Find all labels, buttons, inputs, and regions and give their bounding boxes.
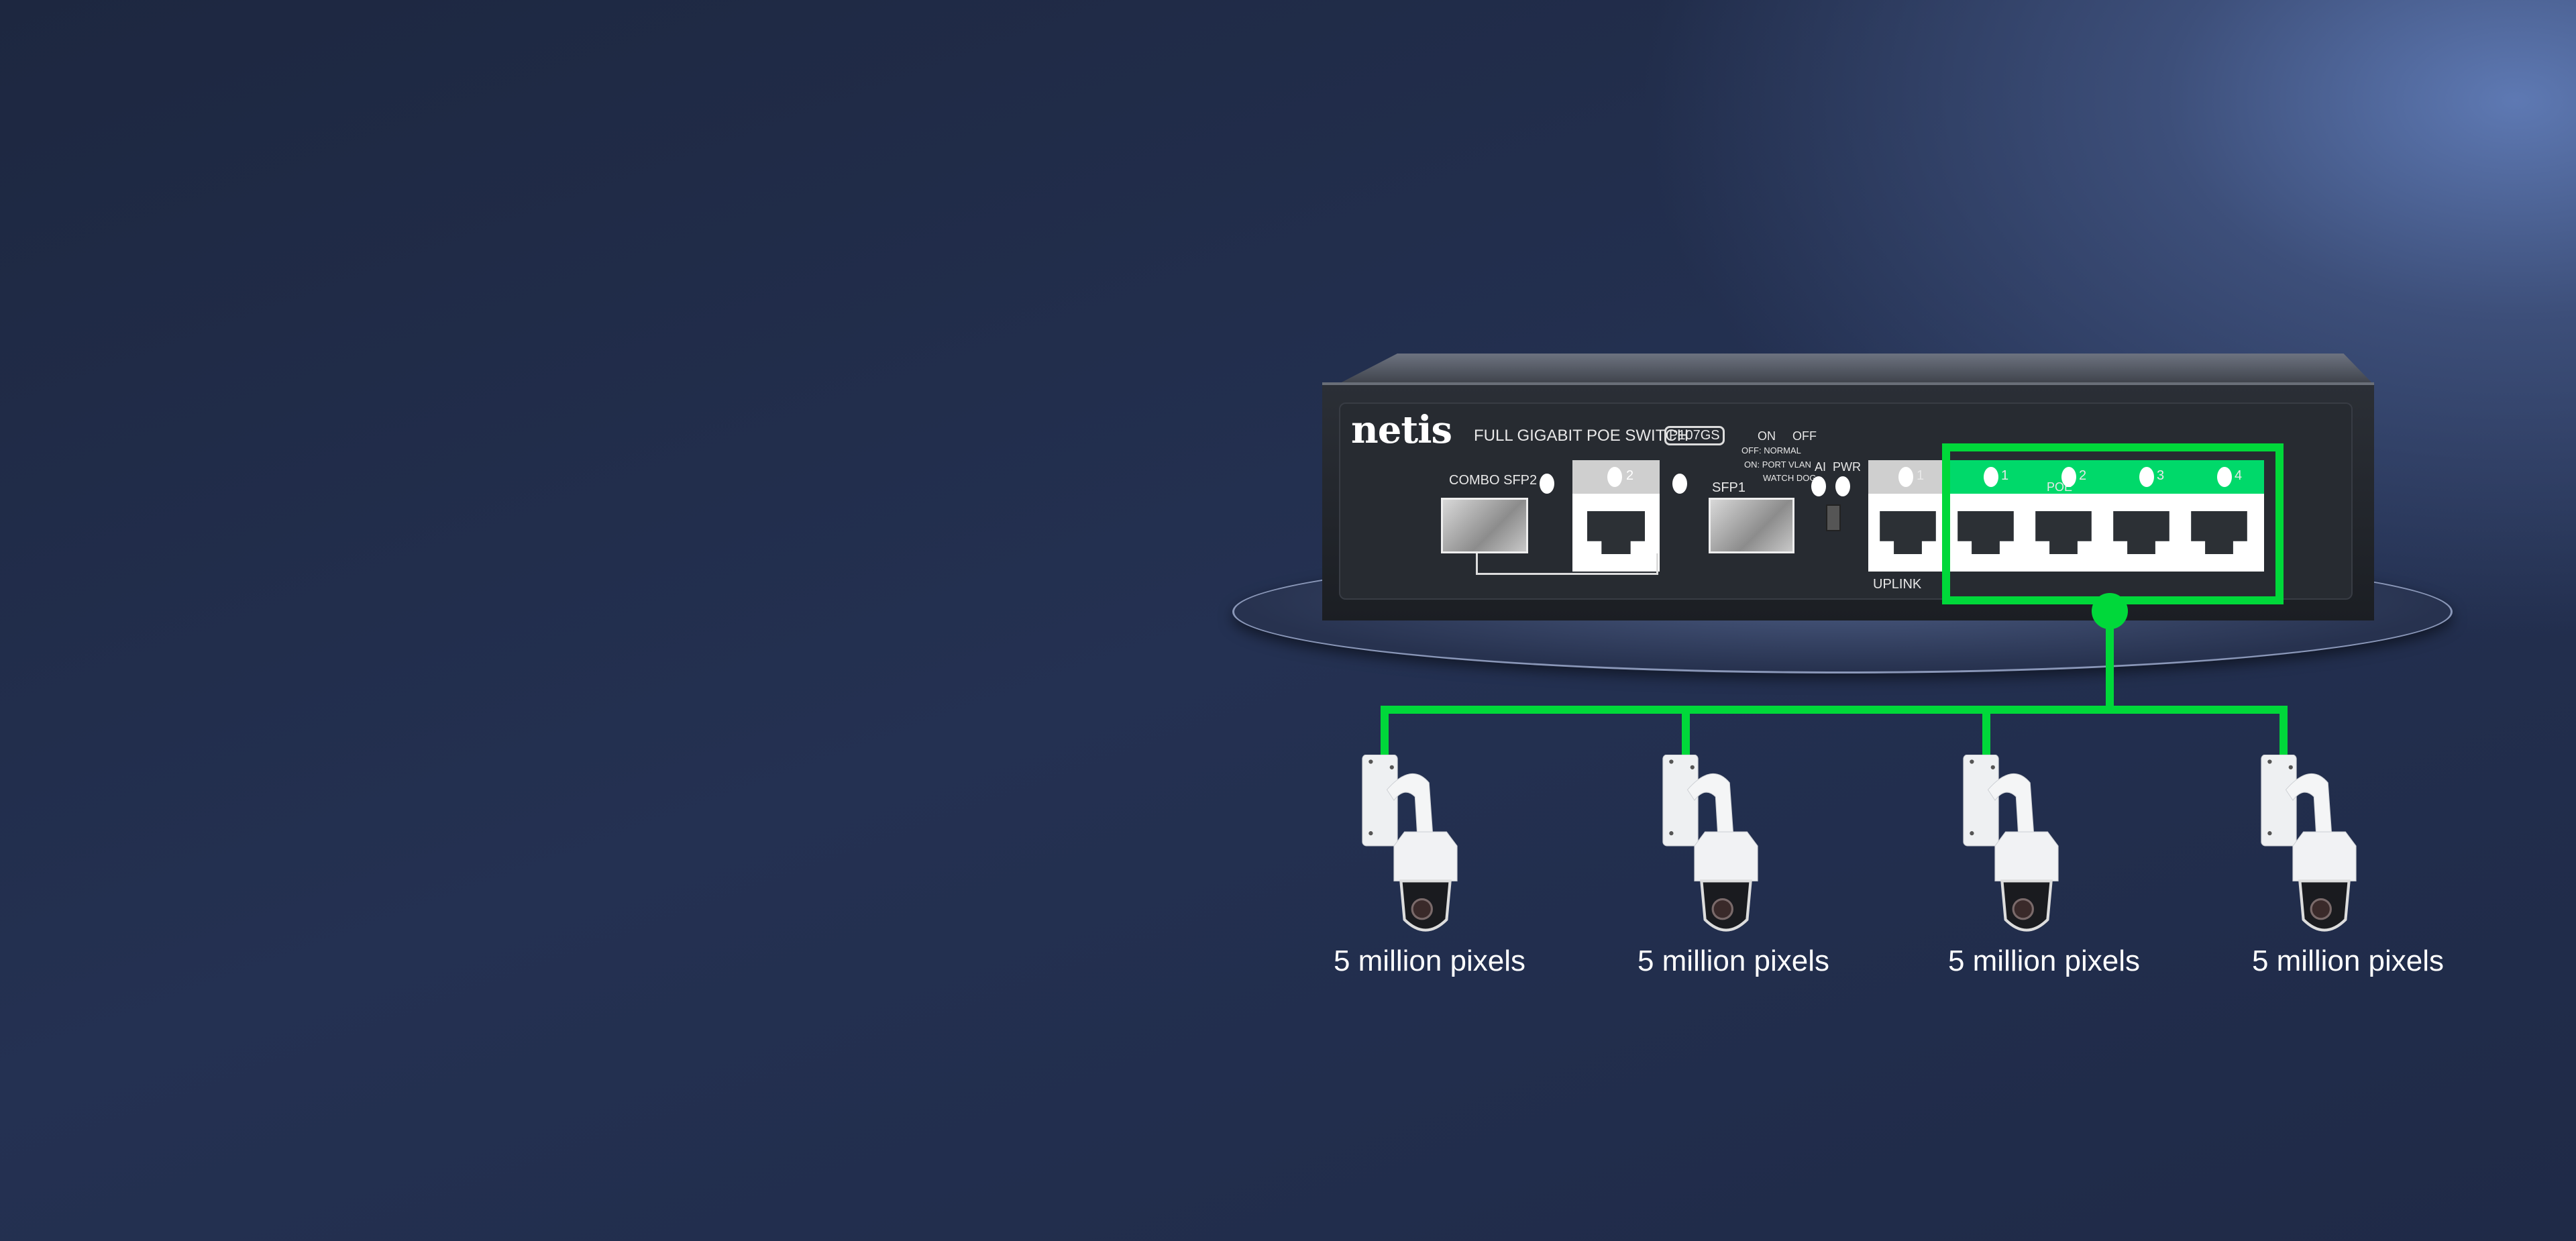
poe-port-number: 3 xyxy=(2157,468,2165,483)
mode-switch[interactable] xyxy=(1826,504,1841,531)
sfp2-slot[interactable] xyxy=(1441,498,1528,553)
mode-line: OFF: NORMAL xyxy=(1741,445,1801,455)
poe-port-number: 2 xyxy=(2079,468,2087,483)
poe-port-number: 4 xyxy=(2235,468,2243,483)
sfp1-slot[interactable] xyxy=(1709,498,1794,553)
poe-led xyxy=(2139,467,2154,487)
combo-port-number: 2 xyxy=(1626,468,1634,483)
ai-led xyxy=(1811,476,1826,496)
uplink-port-number: 1 xyxy=(1917,468,1925,483)
camera-icon xyxy=(1355,755,1496,937)
camera-label: 5 million pixels xyxy=(1637,945,1830,977)
sfp1-label: SFP1 xyxy=(1712,480,1746,495)
camera-icon xyxy=(2254,755,2395,937)
rj45-port-bank: 1 POE 1 2 3 4 xyxy=(1868,460,2264,572)
poe-led xyxy=(2061,467,2076,487)
drop-line xyxy=(1682,706,1690,759)
poe-port-1[interactable] xyxy=(1949,496,2023,563)
poe-port-2[interactable] xyxy=(2027,496,2100,563)
pwr-label: PWR xyxy=(1833,460,1861,474)
camera-label: 5 million pixels xyxy=(1947,945,2141,977)
uplink-port[interactable] xyxy=(1871,496,1945,563)
poe-port-4[interactable] xyxy=(2182,496,2256,563)
camera-icon xyxy=(1656,755,1796,937)
mode-line: ON: PORT VLAN xyxy=(1744,460,1811,470)
bus-line xyxy=(1381,706,2288,714)
brand-logo: netis xyxy=(1351,408,1452,452)
trunk-line xyxy=(2106,611,2114,714)
uplink-led xyxy=(1898,467,1913,487)
camera-icon xyxy=(1956,755,2097,937)
poe-led xyxy=(2217,467,2232,487)
combo-bracket xyxy=(1476,553,1658,575)
combo-rj45-port[interactable]: 2 xyxy=(1572,460,1660,572)
poe-led xyxy=(1984,467,1998,487)
pwr-led xyxy=(1835,476,1850,496)
drop-line xyxy=(1381,706,1389,759)
product-name: FULL GIGABIT POE SWITCH xyxy=(1474,427,1689,445)
sfp1-led xyxy=(1672,474,1687,494)
model-badge: P107GS xyxy=(1664,426,1725,445)
drop-line xyxy=(2279,706,2288,759)
camera-label: 5 million pixels xyxy=(2251,945,2445,977)
poe-port-3[interactable] xyxy=(2104,496,2178,563)
switch-on-label: ON xyxy=(1758,429,1776,443)
combo-label: COMBO SFP2 xyxy=(1449,473,1538,488)
poe-port-number: 1 xyxy=(2001,468,2009,483)
port-led xyxy=(1607,467,1622,487)
poe-ports-highlight xyxy=(1942,443,2284,604)
mode-line: WATCH DOG xyxy=(1763,473,1817,483)
drop-line xyxy=(1982,706,1990,759)
camera-label: 5 million pixels xyxy=(1333,945,1526,977)
switch-off-label: OFF xyxy=(1792,429,1817,443)
combo-led xyxy=(1540,474,1554,494)
uplink-label: UPLINK xyxy=(1873,577,1922,592)
ai-label: AI xyxy=(1815,460,1827,474)
switch-top-surface xyxy=(1335,354,2375,386)
